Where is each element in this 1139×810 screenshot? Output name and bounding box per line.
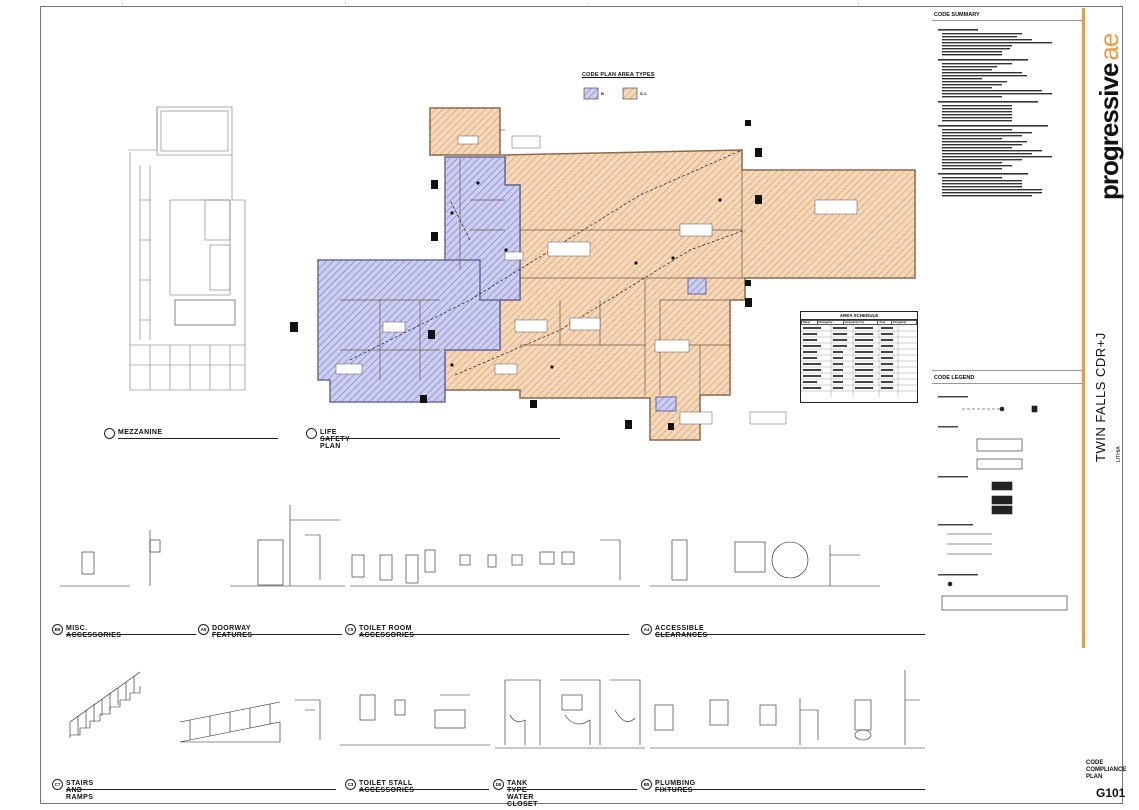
view-title-text: MEZZANINE (118, 429, 163, 436)
area-schedule-rows (801, 325, 917, 398)
view-marker (104, 428, 115, 439)
area-schedule-heading: AREA SCHEDULE (801, 312, 917, 320)
code-legend-symbols (938, 396, 1068, 611)
view-marker: C5 (345, 624, 356, 635)
view-title-text: TOILET STALL ACCESSORIES (359, 780, 415, 794)
grid-mark: | (587, 1, 588, 5)
title-rule (507, 789, 637, 790)
view-title-text: ACCESSIBLE CLEARANCES (655, 625, 708, 639)
col-header: Name (801, 319, 818, 326)
sheet-title: CODE COMPLIANCE PLAN (1086, 760, 1126, 781)
title-rule (66, 789, 336, 790)
grid-mark: | (858, 1, 859, 5)
title-rule (655, 789, 925, 790)
plans-drawing (128, 87, 916, 441)
view-marker: D5 (493, 779, 504, 790)
mezzanine-plan (128, 106, 246, 391)
area-type-s1-label: S-1 (640, 91, 647, 96)
view-title-text: DOORWAY FEATURES (212, 625, 253, 639)
sheet-title-line: COMPLIANCE (1086, 767, 1127, 773)
sheet-border (40, 6, 1123, 804)
col-header: Occupancy (816, 319, 844, 326)
view-title-text: TOILET ROOM ACCESSORIES (359, 625, 415, 639)
code-legend-panel: CODE LEGEND (932, 370, 1083, 619)
brand-rule (1082, 8, 1085, 648)
view-title-text: LIFE SAFETY PLAN (320, 429, 350, 450)
title-rule (359, 789, 489, 790)
project-code: LITHIA (1116, 446, 1122, 462)
title-rule (212, 634, 342, 635)
title-rule (118, 438, 278, 439)
area-type-b-label: B (601, 91, 604, 96)
sheet-number: G101 (1096, 786, 1126, 800)
area-types-heading: CODE PLAN AREA TYPES (582, 72, 655, 78)
life-safety-plan (290, 107, 916, 441)
sheet-title-line: PLAN (1086, 774, 1103, 780)
firm-mark: ae (1094, 33, 1124, 61)
firm-logo: progressiveae (1094, 34, 1125, 200)
area-schedule-table: AREA SCHEDULE Name Occupancy Occupancy U… (800, 311, 918, 404)
code-summary-text (938, 29, 1052, 197)
view-marker: B5 (641, 779, 652, 790)
grid-mark: | (122, 1, 123, 5)
title-rule (320, 438, 560, 439)
view-title-text: TANK TYPE WATER CLOSET (507, 780, 538, 808)
col-header: Area (877, 319, 892, 326)
code-summary-heading: CODE SUMMARY (932, 8, 1082, 21)
view-marker (306, 428, 317, 439)
view-marker: B6 (52, 624, 63, 635)
title-rule (359, 634, 629, 635)
view-marker: A5 (198, 624, 209, 635)
code-summary-panel: CODE SUMMARY (932, 8, 1083, 368)
code-legend-heading: CODE LEGEND (932, 371, 1082, 384)
project-name: TWIN FALLS CDR+J (1093, 332, 1108, 462)
view-marker: C7 (52, 779, 63, 790)
col-header: Occupancy Use (842, 319, 879, 326)
col-header: Occupants (890, 319, 918, 326)
details-drawing (60, 505, 925, 749)
view-title-text: STAIRS AND RAMPS (66, 780, 94, 801)
grid-mark: | (345, 1, 346, 5)
view-marker: A4 (641, 624, 652, 635)
firm-name: progressive (1094, 63, 1124, 200)
view-title-text: MISC. ACCESSORIES (66, 625, 122, 639)
title-rule (655, 634, 925, 635)
view-title-text: PLUMBING FIXTURES (655, 780, 696, 794)
sheet-title-line: CODE (1086, 760, 1104, 766)
view-marker: C3 (345, 779, 356, 790)
title-rule (66, 634, 196, 635)
